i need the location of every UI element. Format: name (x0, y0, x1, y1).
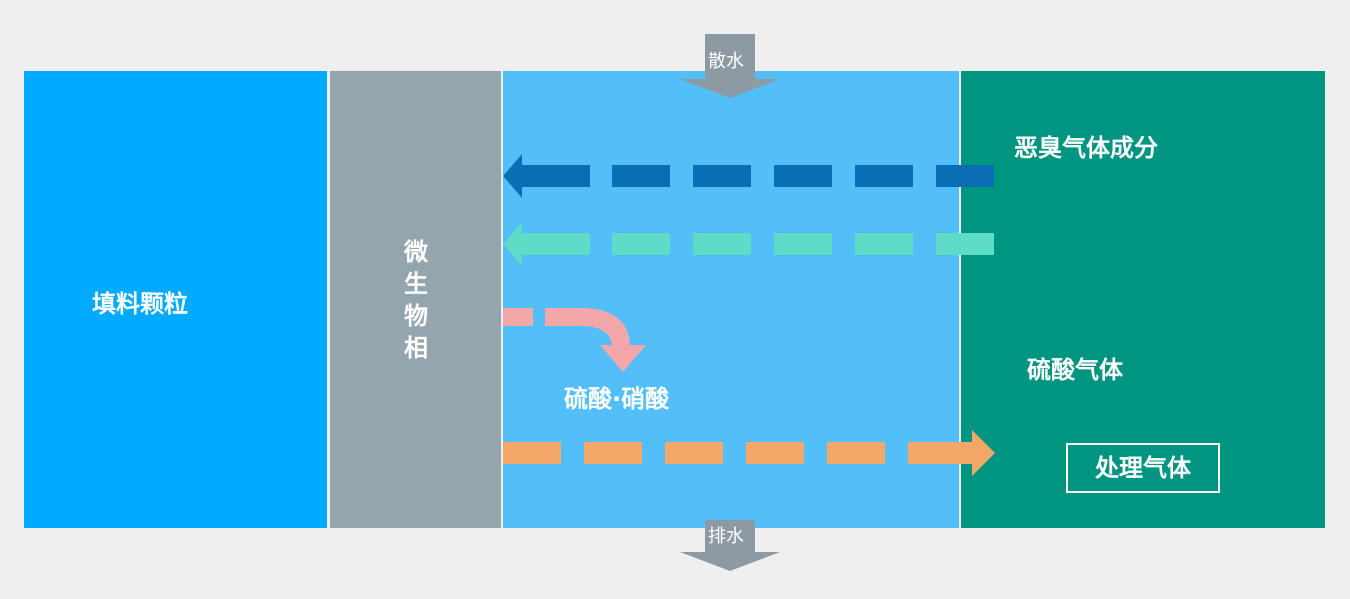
odor-gas-arrow-icon (503, 154, 994, 198)
sulfuric-gas-arrow-icon (503, 222, 994, 266)
microbial-phase-panel (330, 71, 501, 528)
drain-arrow-icon (680, 520, 780, 571)
acid-product-label: 硫酸·硝酸 (564, 385, 670, 413)
odor-gas-label: 恶臭气体成分 (1014, 134, 1158, 162)
spray-arrow-icon (680, 34, 780, 98)
treated-gas-arrow-icon (503, 430, 995, 476)
drain-water-label: 排水 (708, 526, 744, 547)
gas-phase-panel (961, 71, 1325, 528)
packing-particle-panel (24, 71, 327, 528)
microbial-phase-label: 微生物相 (404, 238, 428, 362)
spray-water-label: 散水 (708, 51, 744, 72)
packing-particle-label: 填料颗粒 (92, 290, 188, 318)
treated-gas-label: 处理气体 (1066, 443, 1220, 493)
sulfuric-gas-label: 硫酸气体 (1027, 356, 1123, 384)
acid-curved-arrow-icon (503, 308, 646, 372)
